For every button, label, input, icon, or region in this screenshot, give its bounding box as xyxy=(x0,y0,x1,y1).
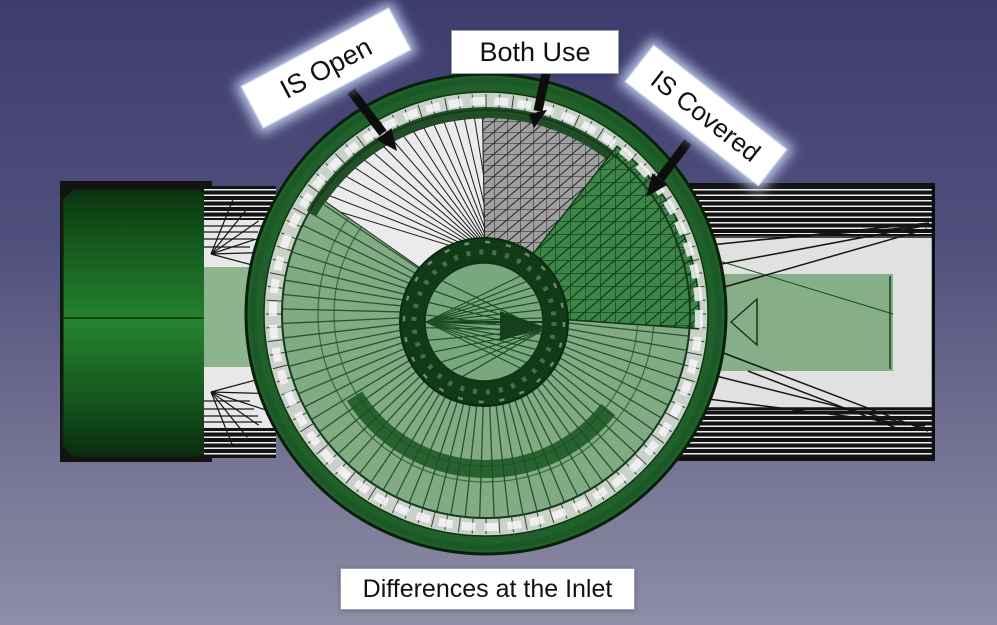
label-caption: Differences at the Inlet xyxy=(340,568,635,610)
callout-arrows xyxy=(347,72,692,197)
bore-inner-wedge xyxy=(500,311,543,341)
silver-band-highlights xyxy=(269,97,703,531)
center-bore xyxy=(399,237,569,407)
arrow-is-open xyxy=(347,88,397,151)
flange-shadow-arc xyxy=(306,106,669,222)
left-pipe xyxy=(60,181,276,462)
flange-groove-arc xyxy=(346,391,616,478)
arrow-both-use xyxy=(528,72,551,128)
label-caption-text: Differences at the Inlet xyxy=(362,574,613,603)
label-both-use: Both Use xyxy=(451,30,619,74)
left-pipe-cylinder xyxy=(62,189,212,457)
inlet-flange xyxy=(244,72,728,556)
label-both-use-text: Both Use xyxy=(479,36,591,67)
duct-cone-edge xyxy=(729,297,758,347)
arrow-is-covered xyxy=(646,139,692,197)
